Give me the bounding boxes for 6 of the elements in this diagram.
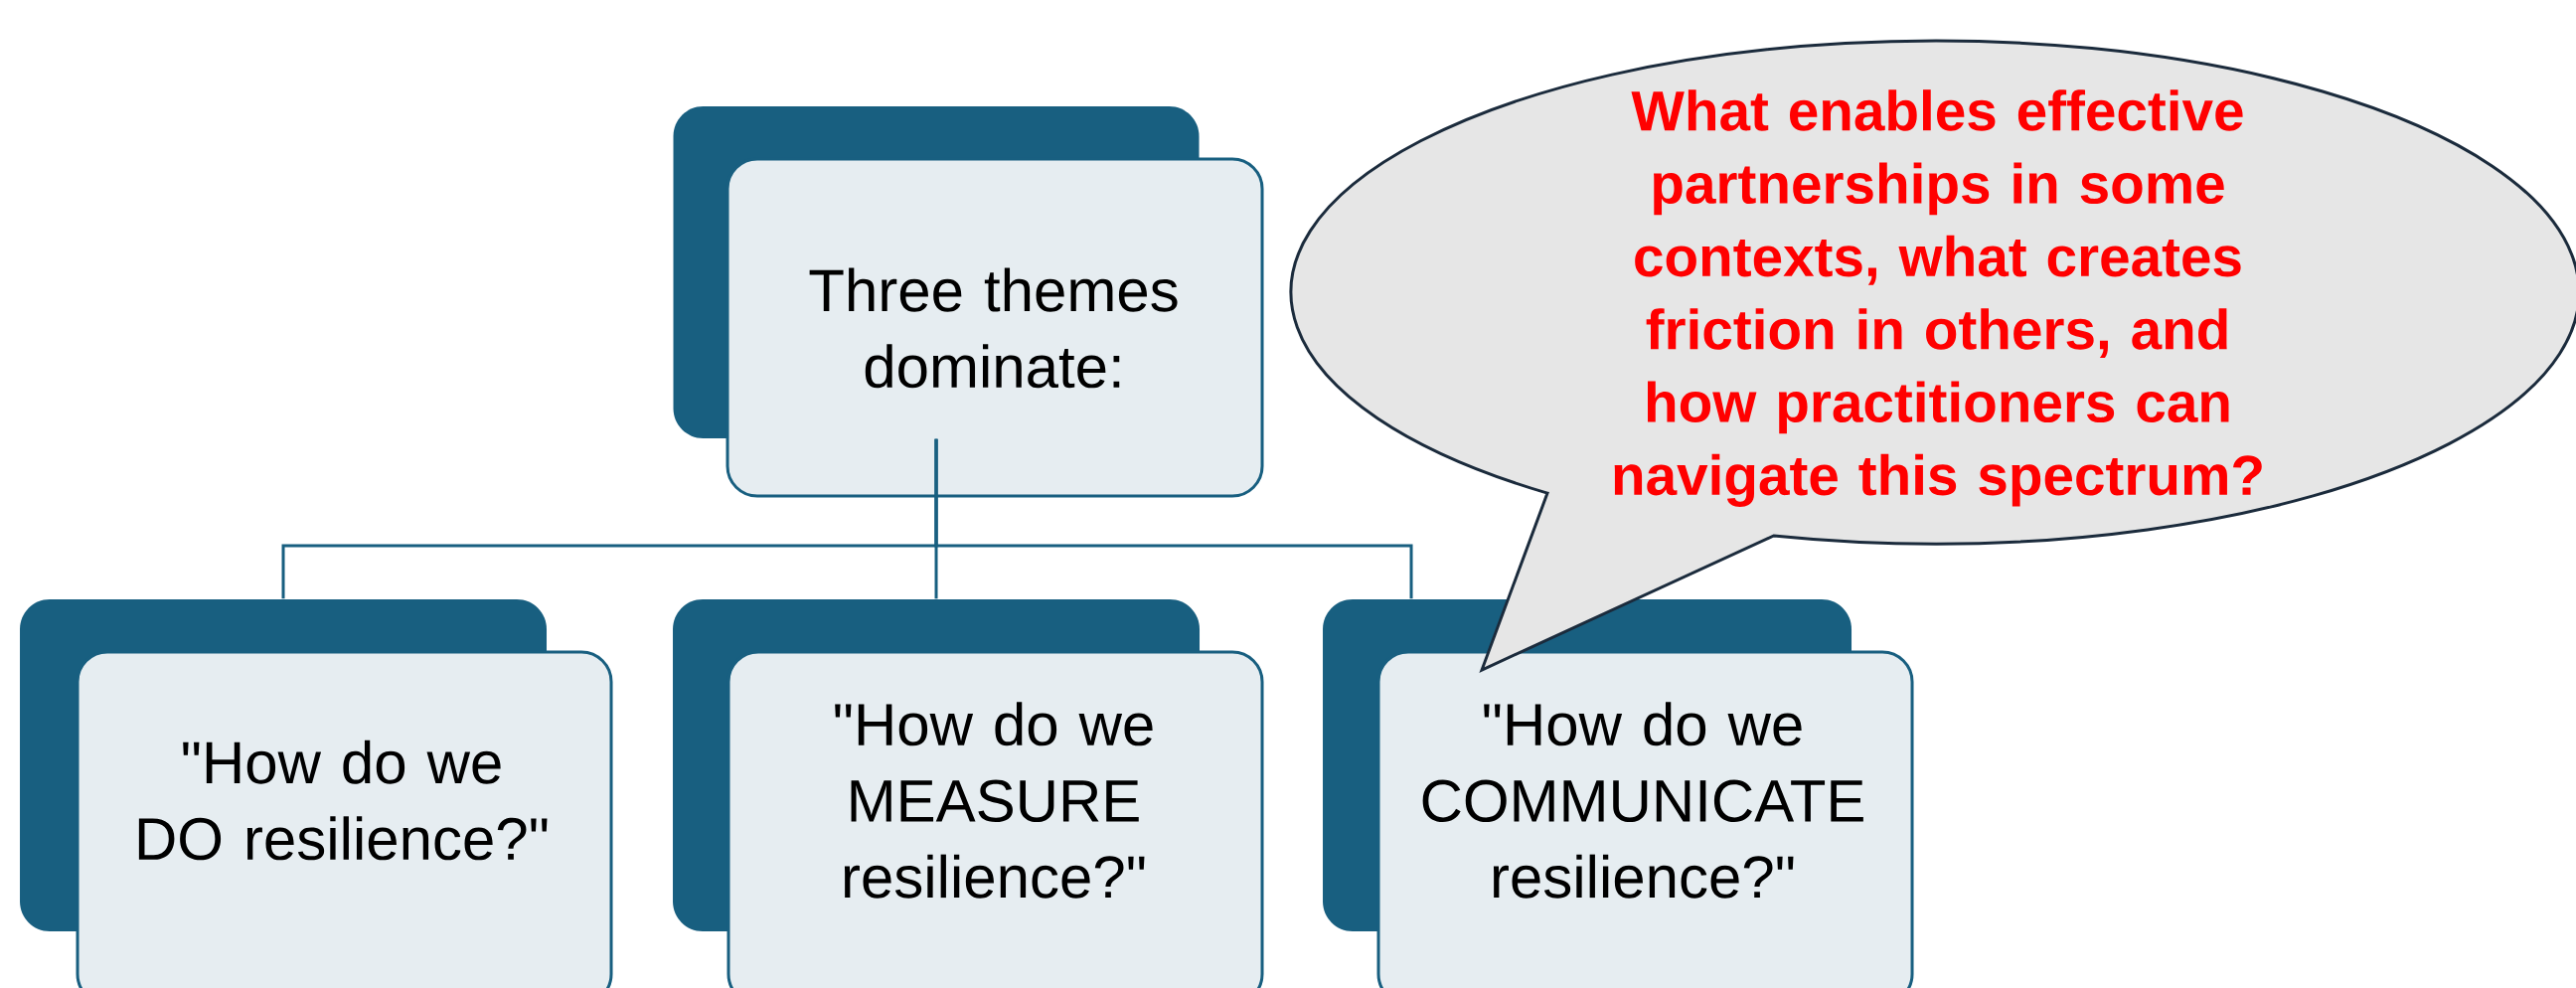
- box: "How do we MEASURE resilience?": [673, 599, 1264, 988]
- box: "How do we COMMUNICATE resilience?": [1323, 599, 1914, 988]
- speech-bubble: What enables effective partnerships in some contexts, what creates friction in others, and how practitioners can navigate this spectrum?: [1289, 39, 2576, 672]
- box: Three themes dominate:: [673, 106, 1264, 498]
- box: "How do we DO resilience?": [20, 599, 613, 988]
- connector-line: [934, 438, 1413, 599]
